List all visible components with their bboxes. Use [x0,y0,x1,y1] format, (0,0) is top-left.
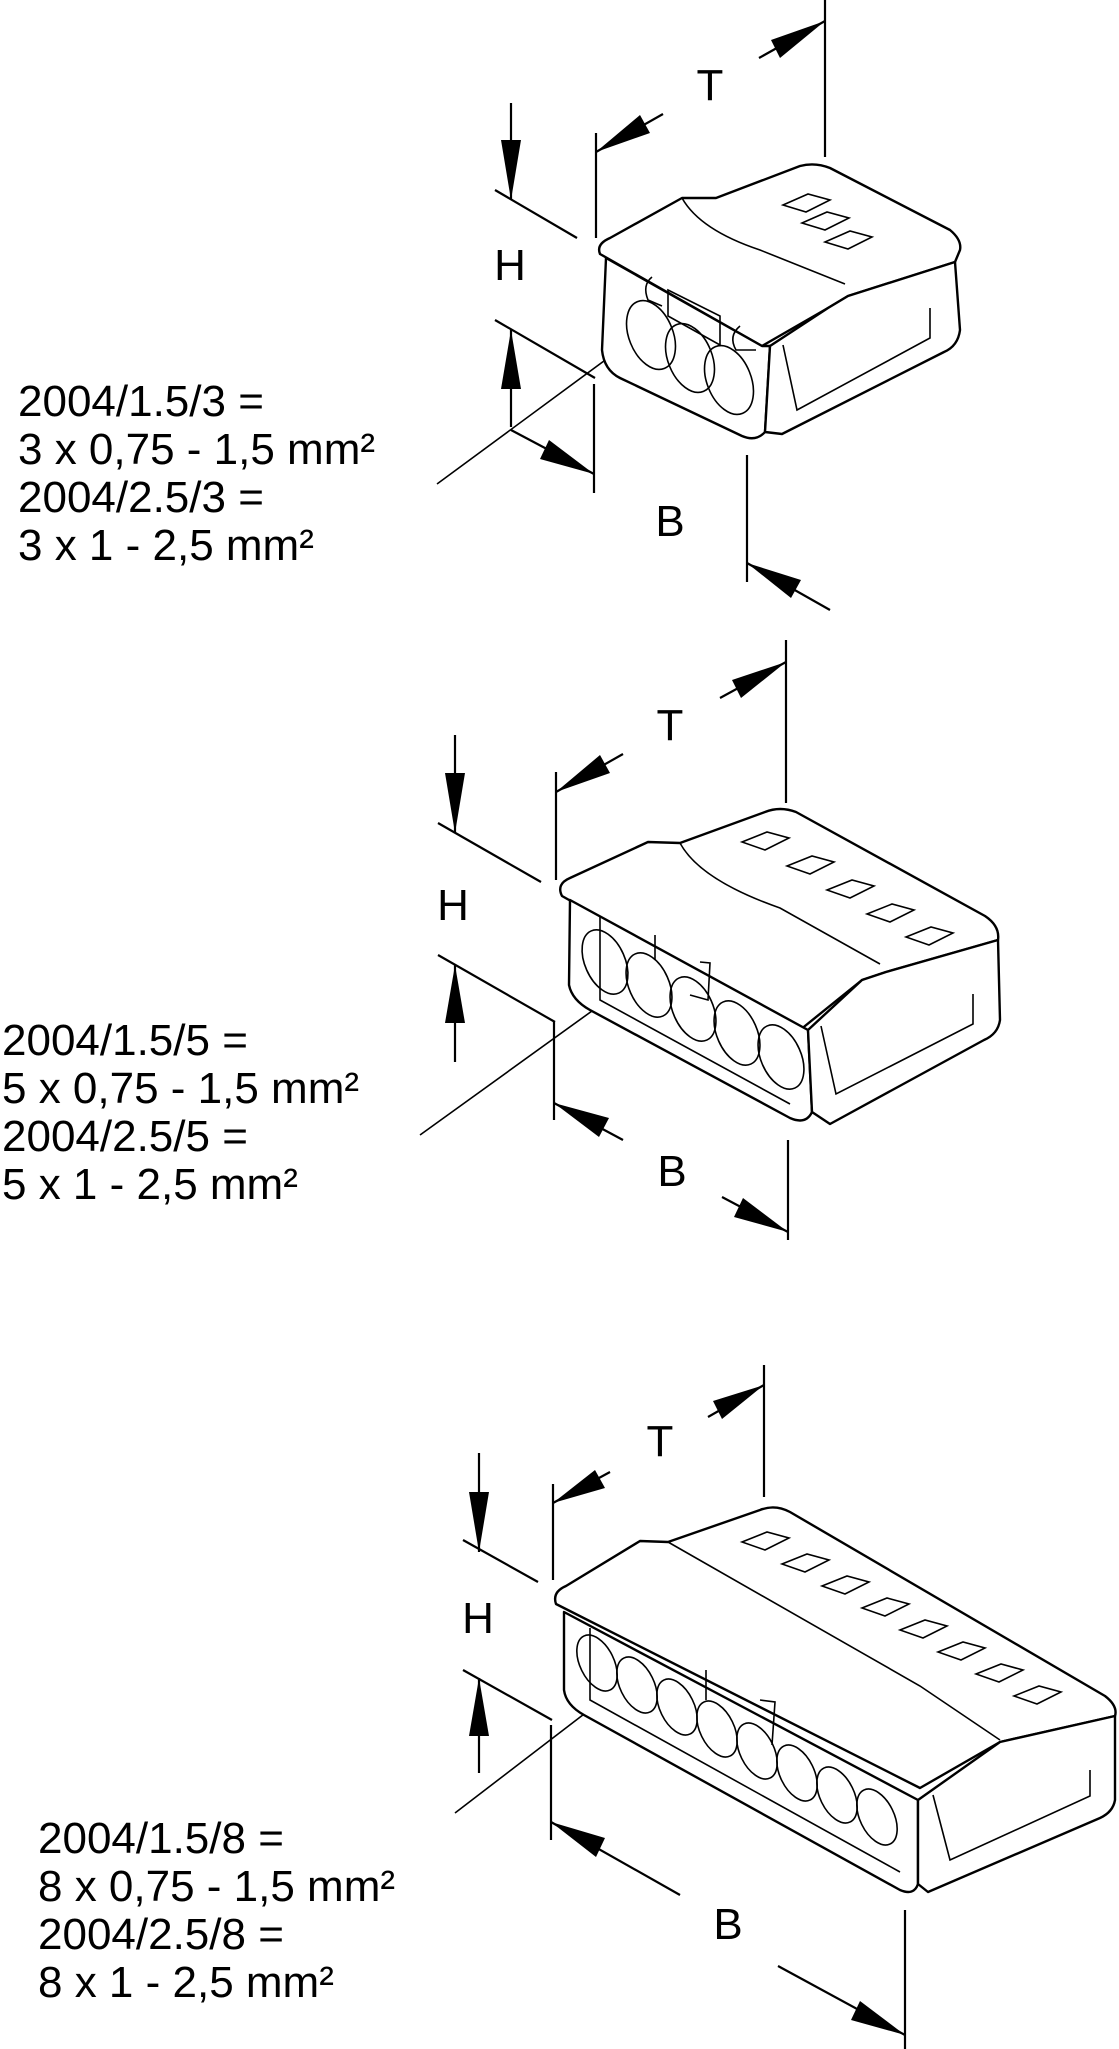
arrowhead [469,1678,489,1736]
dimension-b: B [510,384,831,611]
arrowhead [501,140,521,200]
arrowhead [554,1103,609,1137]
spec-line: 3 x 0,75 - 1,5 mm² [18,425,376,474]
spec-text-3-pole: 2004/1.5/3 = 3 x 0,75 - 1,5 mm² 2004/2.5… [18,378,375,570]
connector-body [553,1506,1117,1894]
arrowhead [713,1385,764,1419]
arrowhead [734,1198,788,1232]
arrowhead [732,662,786,698]
arrowhead [469,1492,489,1552]
spec-line: 2004/1.5/3 = [18,377,264,426]
arrowhead [851,2001,905,2035]
spec-line: 8 x 1 - 2,5 mm² [38,1958,334,2007]
dim-label-t: T [647,1417,674,1466]
spec-text-5-pole: 2004/1.5/5 = 5 x 0,75 - 1,5 mm² 2004/2.5… [2,1017,359,1209]
arrowhead [771,21,825,58]
spec-text-8-pole: 2004/1.5/8 = 8 x 0,75 - 1,5 mm² 2004/2.5… [38,1815,395,2007]
dimension-h: H [494,103,596,427]
connector-3-pole: T H B [436,0,962,611]
dim-label-t: T [697,61,724,110]
connector-5-pole: T H B [419,640,1002,1240]
connector-body [597,163,962,440]
arrowhead [553,1470,605,1503]
leader-line [419,997,611,1136]
dimension-b: B [552,1022,790,1240]
spec-line: 2004/2.5/3 = [18,473,264,522]
spec-line: 3 x 1 - 2,5 mm² [18,521,314,570]
dim-label-b: B [655,497,684,546]
dim-label-h: H [437,881,469,930]
arrowhead [551,1822,605,1857]
dim-label-b: B [657,1147,686,1196]
arrowhead [556,755,610,792]
dimension-h: H [437,735,556,1062]
arrowhead [540,440,594,474]
dim-label-h: H [494,241,526,290]
arrowhead [596,115,650,152]
dimension-t: T [554,640,788,880]
spec-line: 5 x 1 - 2,5 mm² [2,1160,298,1209]
dim-label-h: H [462,1594,494,1643]
arrowhead [747,563,801,598]
spec-line: 8 x 0,75 - 1,5 mm² [38,1862,396,1911]
connector-8-pole: T H B [454,1365,1117,2049]
spec-line: 2004/1.5/8 = [38,1814,284,1863]
dimension-h: H [462,1453,553,1773]
spec-line: 2004/1.5/5 = [2,1016,248,1065]
spec-line: 2004/2.5/5 = [2,1112,248,1161]
dimension-t: T [594,0,827,238]
dim-label-b: B [713,1900,742,1949]
leader-line [454,1697,606,1814]
arrowhead [445,965,465,1023]
dimension-t: T [551,1365,766,1580]
spec-line: 2004/2.5/8 = [38,1910,284,1959]
arrowhead [501,330,521,389]
connector-body [559,807,1002,1126]
dimension-b: B [549,1725,907,2049]
dim-label-t: T [657,701,684,750]
arrowhead [445,773,465,833]
spec-line: 5 x 0,75 - 1,5 mm² [2,1064,360,1113]
